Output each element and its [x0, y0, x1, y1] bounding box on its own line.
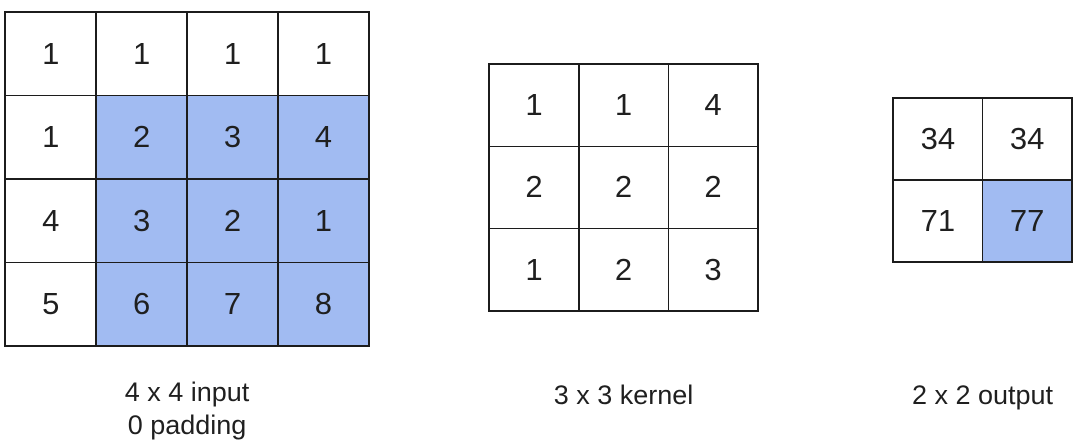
kernel-cell: 1: [490, 229, 578, 310]
input-size-label: 4 x 4 input: [124, 377, 250, 407]
kernel-cell: 4: [669, 65, 757, 146]
output-cell: 34: [894, 99, 982, 180]
input-cell: 1: [6, 13, 96, 95]
kernel-cell: 2: [579, 229, 668, 310]
input-cell: 4: [278, 96, 368, 179]
kernel-cell: 1: [579, 65, 668, 146]
input-cell: 8: [278, 263, 368, 345]
input-cell: 7: [187, 263, 278, 345]
input-cell: 1: [96, 13, 187, 95]
input-cell: 2: [96, 96, 187, 179]
input-cell: 5: [6, 263, 96, 345]
input-cell: 1: [6, 96, 96, 179]
input-grid-label: 4 x 4 input 0 padding: [4, 376, 370, 442]
kernel-cell: 1: [490, 65, 578, 146]
output-grid-label: 2 x 2 output: [911, 380, 1054, 410]
kernel-cell: 2: [669, 147, 757, 228]
input-cell: 3: [187, 96, 278, 179]
kernel-cell: 3: [669, 229, 757, 310]
kernel-cell: 2: [490, 147, 578, 228]
input-cell: 1: [278, 13, 368, 95]
input-cell: 2: [187, 179, 278, 262]
input-cell: 4: [6, 179, 96, 262]
output-cell: 71: [894, 180, 982, 261]
input-cell: 1: [278, 179, 368, 262]
input-cell: 3: [96, 179, 187, 262]
input-cell: 6: [96, 263, 187, 345]
kernel-cell: 2: [579, 147, 668, 228]
kernel-grid-label: 3 x 3 kernel: [553, 380, 694, 410]
output-cell: 77: [983, 180, 1071, 261]
input-padding-label: 0 padding: [127, 410, 247, 440]
input-cell: 1: [187, 13, 278, 95]
output-cell: 34: [983, 99, 1071, 180]
